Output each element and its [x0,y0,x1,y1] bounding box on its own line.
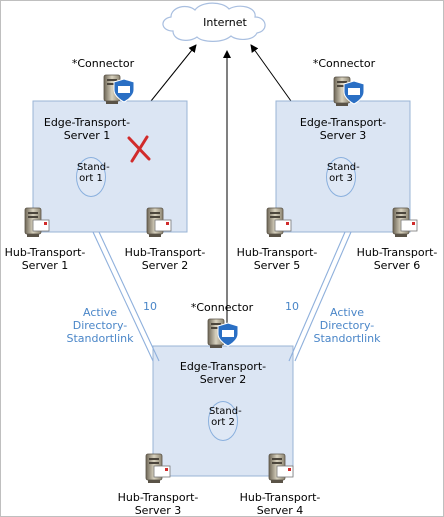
connector-label-2: *Connector [190,301,254,314]
edge-server-2-icon [207,318,239,349]
hub-server-4-icon [268,453,294,484]
edge-server-2-label: Edge-Transport- Server 2 [179,360,267,386]
arrow-edge1-internet [150,44,197,102]
connector-label-3: *Connector [312,57,376,70]
hub-server-1-label: Hub-Transport- Server 1 [4,246,86,272]
site-link-3-2 [288,231,352,362]
edge-server-3-label: Edge-Transport- Server 3 [299,116,387,142]
site-link-1-label: Active Directory- Standortlink [66,306,134,345]
site-link-2-cost: 10 [285,300,299,313]
hub-server-3-icon [145,453,171,484]
edge-server-3-icon [333,76,365,107]
arrow-edge3-internet [250,44,292,102]
edge-server-1-label: Edge-Transport- Server 1 [43,116,131,142]
hub-server-3-label: Hub-Transport- Server 3 [117,491,199,517]
hub-server-6-label: Hub-Transport- Server 6 [356,246,438,272]
site-2-badge: Stand- ort 2 [208,401,242,441]
site-3-badge: Stand- ort 3 [326,157,360,197]
internet-cloud [162,2,266,42]
hub-server-2-icon [146,207,172,238]
failure-x-icon [127,135,151,163]
hub-server-6-icon [392,207,418,238]
site-link-1-cost: 10 [143,300,157,313]
edge-server-1-icon [103,74,135,105]
connector-label-1: *Connector [71,57,135,70]
site-link-1-2 [92,231,160,362]
hub-server-1-icon [24,207,50,238]
hub-server-5-icon [266,207,292,238]
internet-label: Internet [203,16,247,29]
hub-server-5-label: Hub-Transport- Server 5 [236,246,318,272]
site-link-2-label: Active Directory- Standortlink [313,306,381,345]
hub-server-2-label: Hub-Transport- Server 2 [124,246,206,272]
hub-server-4-label: Hub-Transport- Server 4 [239,491,321,517]
site-1-badge: Stand- ort 1 [76,157,110,197]
